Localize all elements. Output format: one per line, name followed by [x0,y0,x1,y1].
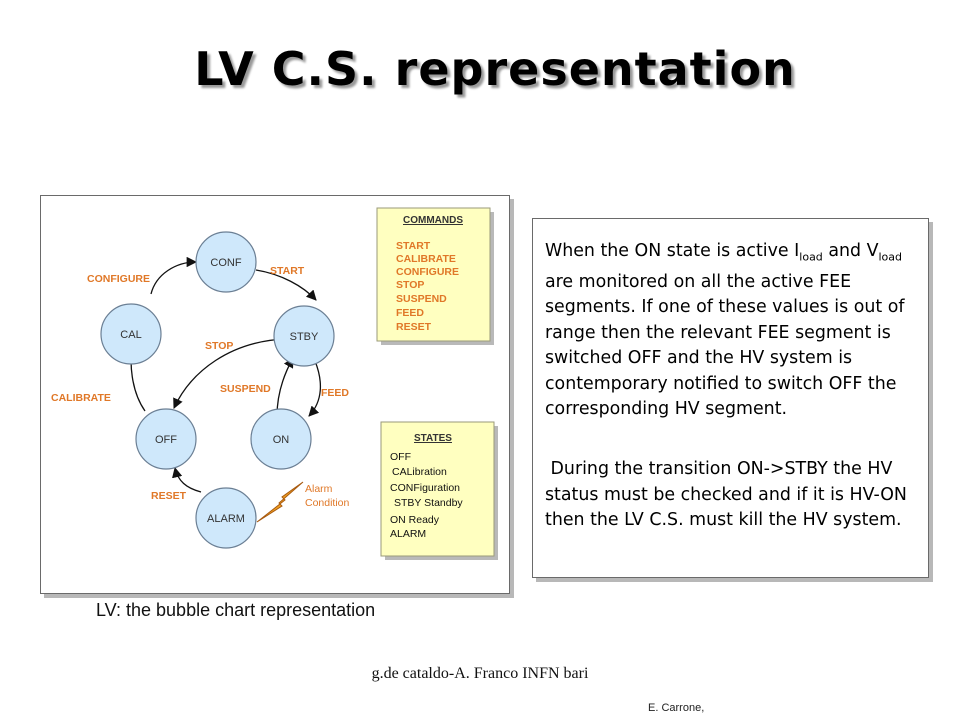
stop-label: STOP [205,340,233,352]
state-item: CONFiguration [390,482,460,494]
state-stby-label: STBY [290,331,319,343]
command-item: FEED [396,307,424,319]
description-paragraph-1: When the ON state is active Iload and Vl… [545,239,918,423]
state-on-label: ON [273,434,290,446]
state-on: ON [250,408,312,470]
state-item: CALibration [392,466,447,478]
bubble-chart-frame: CONF CAL STBY OFF ON ALARM CONFIGURE STA… [40,195,510,594]
alarm-condition-line1: Alarm [305,483,333,495]
stop-arrow [173,338,287,409]
state-alarm: ALARM [195,487,257,549]
footer-author: E. Carrone, [648,702,705,714]
state-conf-label: CONF [210,257,241,269]
para1-text: and V [822,241,879,261]
calibrate-label: CALIBRATE [51,392,111,404]
start-arrow [255,269,317,301]
commands-title: COMMANDS [403,215,463,226]
command-item: RESET [396,321,432,333]
state-off: OFF [135,408,197,470]
feed-arrow [308,360,321,417]
reset-label: RESET [151,490,187,502]
state-off-label: OFF [155,434,177,446]
load-subscript: load [799,250,823,264]
description-paragraph-2: During the transition ON->STBY the HV st… [545,459,913,530]
feed-label: FEED [321,387,349,399]
command-item: CONFIGURE [396,266,459,278]
state-cal-label: CAL [120,329,141,341]
configure-label: CONFIGURE [87,273,150,285]
load-subscript: load [878,250,902,264]
footer-credit: g.de cataldo-A. Franco INFN bari [371,665,589,682]
state-item: ON Ready [390,514,440,526]
configure-arrow [150,256,198,295]
reset-arrow [172,466,202,493]
state-cal: CAL [100,303,162,365]
command-item: CALIBRATE [396,253,456,265]
state-stby: STBY [273,305,335,367]
para1-text: are monitored on all the active FEE segm… [545,271,905,420]
state-alarm-label: ALARM [207,513,245,525]
state-item: STBY Standby [394,497,463,509]
alarm-condition-line2: Condition [305,497,350,509]
state-item: ALARM [390,528,426,540]
command-item: START [396,240,431,252]
slide-title: LV C.S. representation [194,42,796,96]
state-conf: CONF [195,231,257,293]
alarm-bolt-icon [256,481,304,523]
description-panel: When the ON state is active Iload and Vl… [532,218,929,578]
states-title: STATES [414,433,452,444]
commands-box: COMMANDS START CALIBRATE CONFIGURE STOP … [376,207,494,345]
para1-text: When the ON state is active I [545,241,800,261]
diagram-caption: LV: the bubble chart representation [96,600,376,620]
command-item: SUSPEND [396,293,447,305]
suspend-label: SUSPEND [220,383,271,395]
command-item: STOP [396,279,424,291]
state-item: OFF [390,451,411,463]
suspend-arrow [276,357,294,417]
start-label: START [270,265,305,277]
states-box: STATES OFF CALibration CONFiguration STB… [380,421,498,560]
bubble-chart: CONF CAL STBY OFF ON ALARM CONFIGURE STA… [51,207,498,560]
